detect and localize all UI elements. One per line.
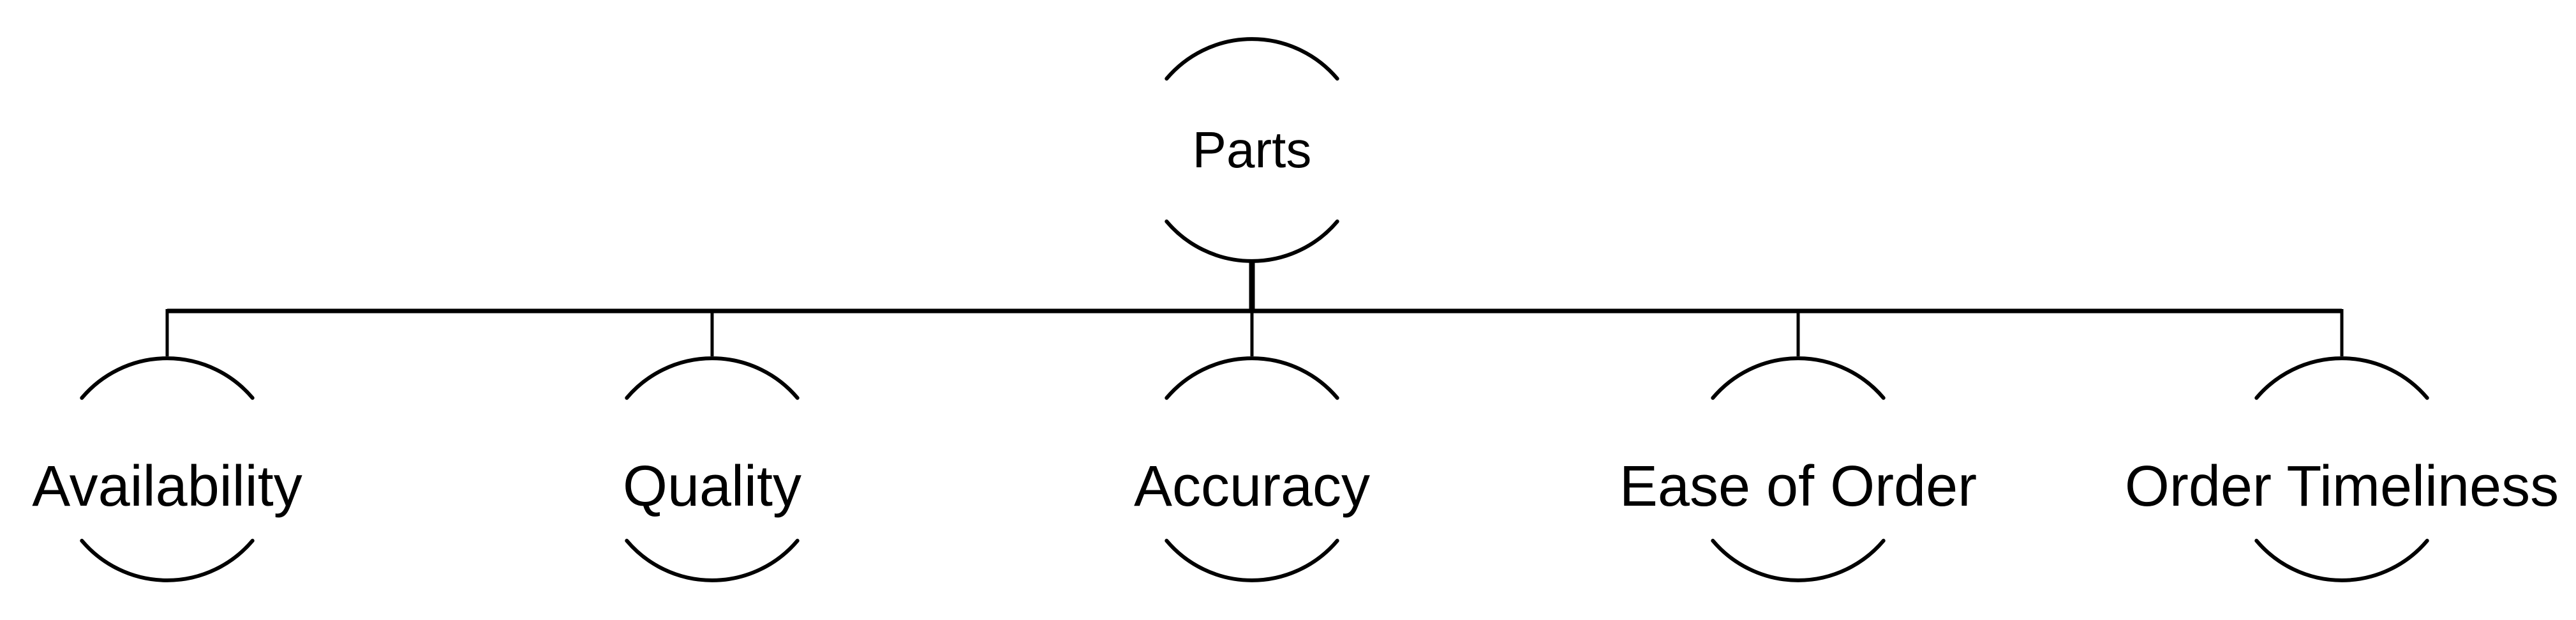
tree-node-order-timeliness: Order Timeliness	[2125, 354, 2559, 584]
tree-node-availability: Availability	[32, 354, 302, 584]
tree-node-accuracy: Accuracy	[1133, 354, 1371, 584]
node-label-order-timeliness: Order Timeliness	[2124, 455, 2559, 518]
node-circle-arcs	[1165, 37, 1339, 263]
tree-node-quality: Quality	[597, 354, 827, 584]
node-label-accuracy: Accuracy	[1133, 455, 1371, 518]
node-label-quality: Quality	[622, 455, 802, 518]
tree-node-root: Parts	[1137, 35, 1367, 265]
node-label-availability: Availability	[32, 455, 302, 518]
node-circle-arcs	[625, 356, 800, 582]
node-circle-arcs	[80, 356, 255, 582]
node-label-ease-of-order: Ease of Order	[1619, 455, 1977, 518]
node-circle-arcs	[2254, 356, 2429, 582]
node-circle-arcs	[1165, 356, 1339, 582]
node-label-parts: Parts	[1192, 121, 1312, 178]
node-circle-arcs	[1711, 356, 1886, 582]
tree-node-ease-of-order: Ease of Order	[1619, 354, 1977, 584]
